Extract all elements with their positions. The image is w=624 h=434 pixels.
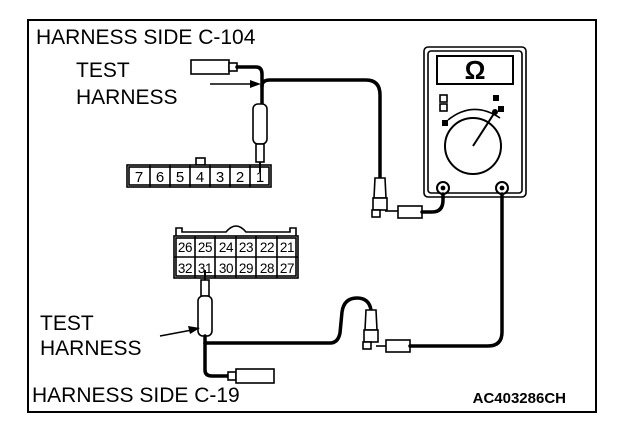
- c19-pin-31: 31: [198, 261, 212, 276]
- c104-pin-1: 1: [256, 169, 264, 186]
- c19-pin-26: 26: [178, 240, 192, 255]
- test-harness-bottom-label-2: HARNESS: [40, 337, 142, 360]
- test-harness-top-label-1: TEST: [76, 59, 130, 82]
- arrow-top: [250, 80, 261, 88]
- c19-pin-28: 28: [260, 261, 274, 276]
- c19-pin-30: 30: [219, 261, 233, 276]
- c19-pin-25: 25: [198, 240, 212, 255]
- test-harness-bottom: [197, 192, 504, 384]
- c104-pin-6: 6: [156, 169, 164, 186]
- test-harness-top-label-2: HARNESS: [76, 86, 178, 109]
- test-harness-top: [190, 59, 445, 219]
- c104-pin-3: 3: [216, 169, 224, 186]
- bottom-title: HARNESS SIDE C-19: [32, 384, 240, 407]
- test-harness-bottom-label-1: TEST: [40, 312, 94, 335]
- top-title: HARNESS SIDE C-104: [36, 26, 256, 49]
- figure-code: AC403286CH: [473, 390, 566, 407]
- c19-pin-23: 23: [239, 240, 253, 255]
- c104-pin-2: 2: [236, 169, 244, 186]
- connector-c104: 7 6 5 4 3 2 1: [126, 157, 272, 188]
- c104-pin-5: 5: [176, 169, 184, 186]
- c19-pin-24: 24: [219, 240, 234, 255]
- c19-pin-27: 27: [280, 261, 294, 276]
- c104-pin-7: 7: [135, 169, 143, 186]
- c19-pin-22: 22: [260, 240, 274, 255]
- ohmmeter: Ω: [423, 46, 527, 198]
- c19-pin-29: 29: [239, 261, 253, 276]
- c104-pin-4: 4: [196, 169, 204, 186]
- arrow-bottom: [188, 326, 200, 334]
- ohm-symbol: Ω: [465, 55, 486, 85]
- connector-c19: 26 25 24 23 22 21 32 31 30 29 28 27: [173, 225, 299, 279]
- c19-pin-21: 21: [280, 240, 294, 255]
- c19-pin-32: 32: [178, 261, 192, 276]
- meter-display: [436, 55, 514, 85]
